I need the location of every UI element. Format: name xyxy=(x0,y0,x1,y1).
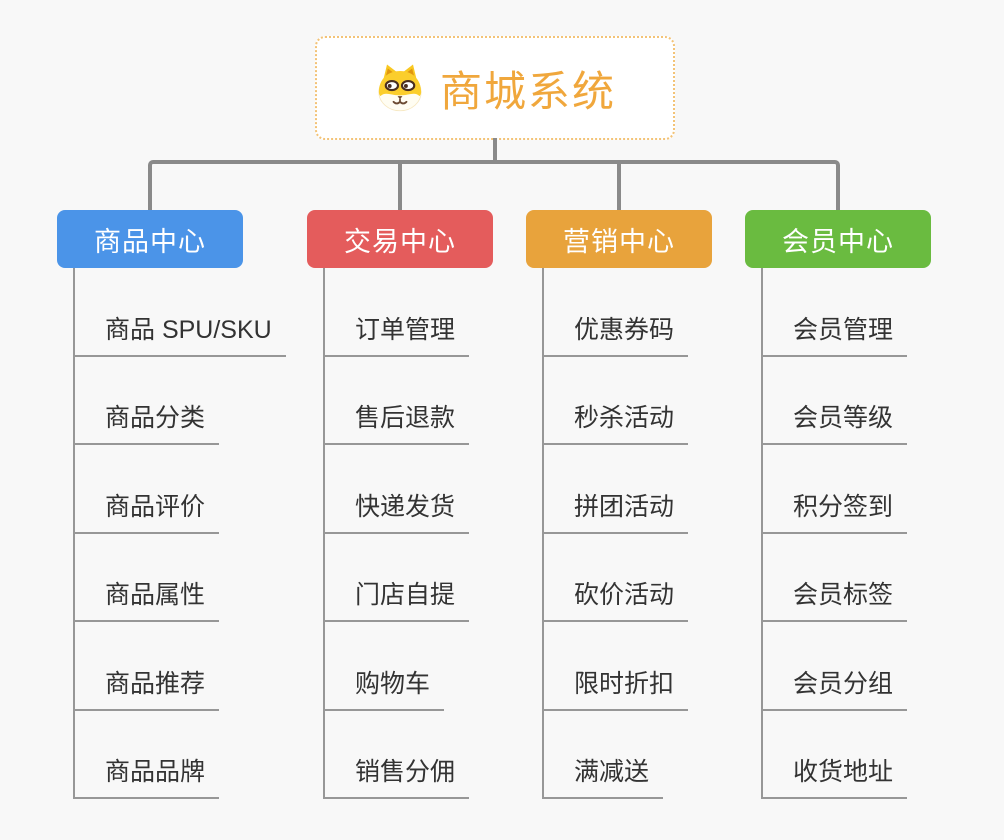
child-item: 秒杀活动 xyxy=(542,357,712,445)
child-node[interactable]: 秒杀活动 xyxy=(542,398,689,445)
branch-node[interactable]: 营销中心 xyxy=(526,210,712,268)
branch: 营销中心 优惠券码 秒杀活动 拼团活动 砍价活动 限时折扣 满减送 xyxy=(526,210,712,799)
branch-children: 会员管理 会员等级 积分签到 会员标签 会员分组 收货地址 xyxy=(761,268,931,799)
child-item: 会员管理 xyxy=(761,268,931,357)
child-item: 销售分佣 xyxy=(323,711,493,799)
child-node[interactable]: 优惠券码 xyxy=(542,310,689,357)
branch: 交易中心 订单管理 售后退款 快递发货 门店自提 购物车 销售分佣 xyxy=(307,210,493,799)
child-node[interactable]: 商品 SPU/SKU xyxy=(73,310,286,357)
branch-node[interactable]: 会员中心 xyxy=(745,210,931,268)
branch-label: 会员中心 xyxy=(782,226,894,257)
child-node[interactable]: 商品分类 xyxy=(73,398,220,445)
child-item: 优惠券码 xyxy=(542,268,712,357)
root-title: 商城系统 xyxy=(439,67,616,115)
child-item: 积分签到 xyxy=(761,445,931,534)
child-item: 商品品牌 xyxy=(73,711,243,799)
child-item: 购物车 xyxy=(323,622,493,711)
child-node[interactable]: 购物车 xyxy=(323,664,445,711)
child-item: 砍价活动 xyxy=(542,534,712,622)
child-item: 收货地址 xyxy=(761,711,931,799)
child-item: 售后退款 xyxy=(323,357,493,445)
child-item: 订单管理 xyxy=(323,268,493,357)
child-node[interactable]: 限时折扣 xyxy=(542,664,689,711)
branch-children: 优惠券码 秒杀活动 拼团活动 砍价活动 限时折扣 满减送 xyxy=(542,268,712,799)
child-item: 拼团活动 xyxy=(542,445,712,534)
child-node[interactable]: 商品评价 xyxy=(73,487,220,534)
child-item: 会员分组 xyxy=(761,622,931,711)
child-node[interactable]: 满减送 xyxy=(542,752,664,799)
child-node[interactable]: 商品推荐 xyxy=(73,664,220,711)
child-node[interactable]: 销售分佣 xyxy=(323,752,470,799)
child-item: 商品属性 xyxy=(73,534,243,622)
child-node[interactable]: 砍价活动 xyxy=(542,575,689,622)
child-item: 会员等级 xyxy=(761,357,931,445)
child-item: 商品推荐 xyxy=(73,622,243,711)
child-node[interactable]: 会员标签 xyxy=(761,575,908,622)
child-item: 会员标签 xyxy=(761,534,931,622)
branch-node[interactable]: 商品中心 xyxy=(57,210,243,268)
child-node[interactable]: 售后退款 xyxy=(323,398,470,445)
child-node[interactable]: 拼团活动 xyxy=(542,487,689,534)
connector-root-stub xyxy=(493,138,497,164)
branch-children: 订单管理 售后退款 快递发货 门店自提 购物车 销售分佣 xyxy=(323,268,493,799)
child-item: 商品分类 xyxy=(73,357,243,445)
child-item: 商品 SPU/SKU xyxy=(73,268,286,357)
connector-drop xyxy=(398,162,402,210)
child-node[interactable]: 积分签到 xyxy=(761,487,908,534)
child-item: 门店自提 xyxy=(323,534,493,622)
child-item: 商品评价 xyxy=(73,445,243,534)
root-node[interactable]: 商城系统 xyxy=(315,36,675,140)
branch-label: 营销中心 xyxy=(563,226,675,257)
branch-label: 交易中心 xyxy=(344,226,456,257)
dog-face-icon xyxy=(374,62,426,114)
child-node[interactable]: 会员等级 xyxy=(761,398,908,445)
child-item: 满减送 xyxy=(542,711,712,799)
branch: 会员中心 会员管理 会员等级 积分签到 会员标签 会员分组 收货地址 xyxy=(745,210,931,799)
branch-label: 商品中心 xyxy=(94,226,206,257)
child-node[interactable]: 会员分组 xyxy=(761,664,908,711)
child-node[interactable]: 会员管理 xyxy=(761,310,908,357)
child-node[interactable]: 商品属性 xyxy=(73,575,220,622)
branch: 商品中心 商品 SPU/SKU 商品分类 商品评价 商品属性 商品推荐 商品品牌 xyxy=(57,210,286,799)
branch-children: 商品 SPU/SKU 商品分类 商品评价 商品属性 商品推荐 商品品牌 xyxy=(73,268,286,799)
connector-drop xyxy=(617,162,621,210)
child-item: 快递发货 xyxy=(323,445,493,534)
branch-node[interactable]: 交易中心 xyxy=(307,210,493,268)
child-item: 限时折扣 xyxy=(542,622,712,711)
child-node[interactable]: 商品品牌 xyxy=(73,752,220,799)
child-node[interactable]: 门店自提 xyxy=(323,575,470,622)
child-node[interactable]: 订单管理 xyxy=(323,310,470,357)
connector-frame xyxy=(148,160,840,210)
child-node[interactable]: 快递发货 xyxy=(323,487,470,534)
child-node[interactable]: 收货地址 xyxy=(761,752,908,799)
